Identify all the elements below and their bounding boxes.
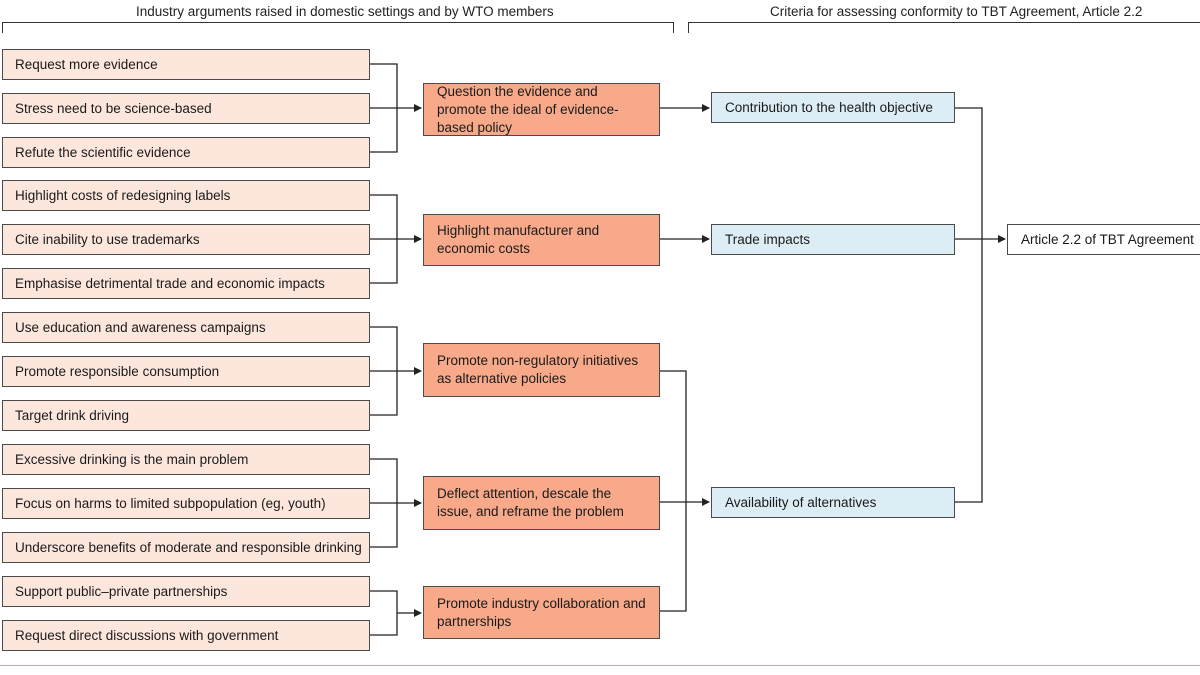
left-header-bracket (2, 22, 674, 33)
connector-criteria (955, 107, 983, 503)
argument-box: Refute the scientific evidence (2, 137, 370, 168)
left-column-header: Industry arguments raised in domestic se… (136, 4, 554, 19)
criterion-box: Trade impacts (711, 224, 955, 255)
argument-box: Use education and awareness campaigns (2, 312, 370, 343)
argument-box: Excessive drinking is the main problem (2, 444, 370, 475)
argument-box: Stress need to be science-based (2, 93, 370, 124)
argument-box: Highlight costs of redesigning labels (2, 180, 370, 211)
category-box: Highlight manufacturer and economic cost… (423, 214, 660, 266)
argument-box: Promote responsible consumption (2, 356, 370, 387)
argument-box: Support public–private partnerships (2, 576, 370, 607)
criterion-box: Availability of alternatives (711, 487, 955, 518)
argument-box: Underscore benefits of moderate and resp… (2, 532, 370, 563)
argument-box: Target drink driving (2, 400, 370, 431)
criterion-box: Contribution to the health objective (711, 92, 955, 123)
argument-box: Request direct discussions with governme… (2, 620, 370, 651)
category-box: Promote non-regulatory initiatives as al… (423, 343, 660, 397)
footer-divider (0, 665, 1200, 666)
connector-alternatives (660, 370, 687, 612)
target-box: Article 2.2 of TBT Agreement (1007, 224, 1200, 255)
right-header-bracket (688, 22, 1200, 33)
connector-group-5 (370, 590, 398, 636)
category-box: Promote industry collaboration and partn… (423, 586, 660, 639)
argument-box: Request more evidence (2, 49, 370, 80)
category-box: Question the evidence and promote the id… (423, 83, 660, 136)
argument-box: Focus on harms to limited subpopulation … (2, 488, 370, 519)
category-box: Deflect attention, descale the issue, an… (423, 476, 660, 530)
argument-box: Emphasise detrimental trade and economic… (2, 268, 370, 299)
argument-box: Cite inability to use trademarks (2, 224, 370, 255)
right-column-header: Criteria for assessing conformity to TBT… (770, 4, 1143, 19)
